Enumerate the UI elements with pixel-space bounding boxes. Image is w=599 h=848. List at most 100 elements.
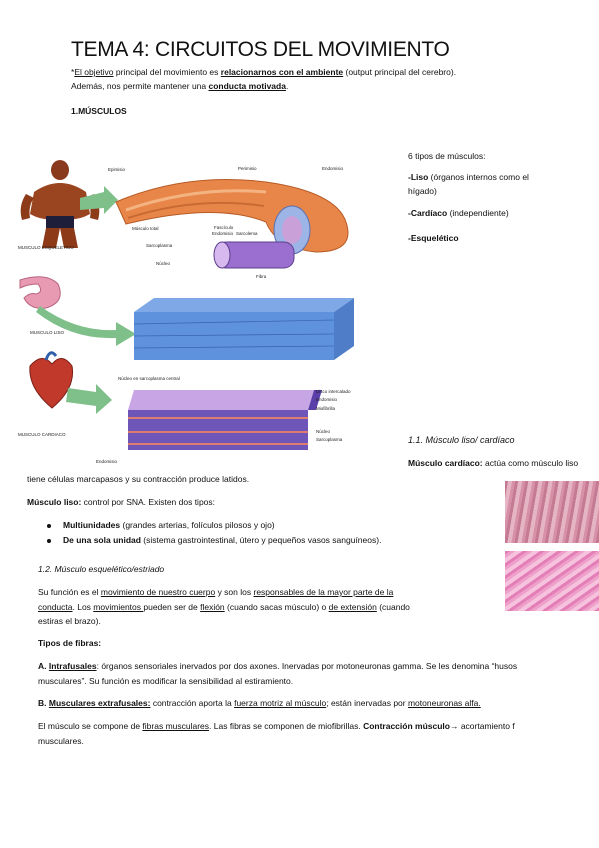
label-sarcolema: Sarcolema xyxy=(236,231,258,236)
bullet-bold: De una sola unidad xyxy=(63,535,141,545)
cardiac-histology-image xyxy=(505,481,599,543)
final-contraccion: Contracción músculo xyxy=(363,721,450,731)
fibra-b-fuerza: fuerza motriz al músculo xyxy=(234,698,327,708)
final-c: acortamiento f xyxy=(458,721,515,731)
function-line-3: estiras el brazo). xyxy=(38,616,101,626)
fibra-a-line-2: musculares”. Su función es modificar la … xyxy=(38,676,294,686)
bullet-dot xyxy=(47,538,51,543)
type-cardiaco-label: -Cardíaco xyxy=(408,208,448,218)
func-l: (cuando xyxy=(376,602,410,612)
intro-text-1: principal del movimiento es xyxy=(113,67,221,77)
type-liso-desc-2: hígado) xyxy=(408,186,437,196)
fibra-b-motoneuronas: motoneuronas alfa. xyxy=(407,698,481,708)
cardiaco-continuation: tiene células marcapasos y su contracció… xyxy=(27,474,250,484)
fibra-a-text: : órganos sensoriales inervados por dos … xyxy=(96,661,518,671)
label-perimisio: Perimisio xyxy=(238,166,257,171)
type-liso-desc: (órganos internos como el xyxy=(428,172,529,182)
bullet-dot xyxy=(47,523,51,528)
arrow-skeletal xyxy=(80,186,118,214)
label-miofibrilla: Miofibrilla xyxy=(316,406,336,411)
cardiaco-text: actúa como músculo liso xyxy=(482,458,579,468)
final-b: . Las fibras se componen de miofibrillas… xyxy=(209,721,364,731)
label-nucleo-central: Núcleo en sarcoplasma central xyxy=(118,376,180,381)
intro-line2-a: Además, nos permite mantener una xyxy=(71,81,209,91)
final-fibras: fibras musculares xyxy=(142,721,210,731)
label-endomisio-mid: Endomisio xyxy=(212,231,234,236)
intro-text-2: (output principal del cerebro). xyxy=(343,67,457,77)
cardiaco-label: Músculo cardíaco: xyxy=(408,458,483,468)
func-j: (cuando sacas músculo) o xyxy=(224,602,329,612)
intro-objetivo: El objetivo xyxy=(74,67,114,77)
bullet-text: (grandes arterias, folículos pilosos y o… xyxy=(120,520,275,530)
intro-relacionarnos: relacionarnos con el ambiente xyxy=(220,67,344,77)
label-endomisio-bottom: Endomisio xyxy=(96,459,118,464)
type-esqueletico: -Esquelético xyxy=(408,233,459,243)
subsection-1-2: 1.2. Músculo esquelético/estriado xyxy=(38,564,165,574)
func-movimientos: movimientos xyxy=(93,602,144,612)
label-musculo-esqueletico: MUSCULO ESQUELETICO xyxy=(18,245,74,250)
final-line-1: El músculo se compone de fibras muscular… xyxy=(38,721,599,733)
func-a: Su función es el xyxy=(38,587,101,597)
fibra-a-prefix: A. xyxy=(38,661,49,671)
fibra-a-label: Intrafusales xyxy=(48,661,97,671)
final-line-2: musculares. xyxy=(38,736,84,746)
stomach-illustration xyxy=(19,276,61,309)
label-endomisio-top: Endomisio xyxy=(322,166,344,171)
label-endomisio-cardiac: Endomisio xyxy=(316,397,338,402)
label-disco-intercalado: Disco intercalado xyxy=(316,389,351,394)
bullet-bold: Multiunidades xyxy=(63,520,121,530)
type-cardiaco: -Cardíaco (independiente) xyxy=(408,208,509,220)
fibra-b-t1: contracción aporta la xyxy=(150,698,235,708)
intro-line2-b: . xyxy=(285,81,289,91)
subsection-1-1: 1.1. Músculo liso/ cardíaco xyxy=(408,435,515,445)
label-fasciculo: Fascículo xyxy=(214,225,234,230)
heart-illustration xyxy=(29,358,74,409)
func-h: pueden ser de xyxy=(143,602,201,612)
label-fibra: Fibra xyxy=(256,274,267,279)
func-c: y son los xyxy=(215,587,254,597)
label-nucleo-cardiac: Núcleo xyxy=(316,429,331,434)
bullet-text: (sistema gastrointestinal, útero y peque… xyxy=(140,535,382,545)
fibra-a-line-1: A. Intrafusales: órganos sensoriales ine… xyxy=(38,661,599,673)
arrow-cardiac xyxy=(66,384,112,414)
cardiaco-paragraph: Músculo cardíaco: actúa como músculo lis… xyxy=(408,458,599,470)
func-movimiento: movimiento de nuestro cuerpo xyxy=(100,587,216,597)
label-sarcoplasma-cardiac: Sarcoplasma xyxy=(316,437,343,442)
fibra-b-t2: ; están inervadas por xyxy=(326,698,408,708)
arrow-smooth xyxy=(36,306,136,346)
bullet-item: Multiunidades (grandes arterias, folícul… xyxy=(47,520,275,532)
func-f: . Los xyxy=(72,602,94,612)
liso-paragraph: Músculo liso: control por SNA. Existen d… xyxy=(27,497,215,509)
muscle-types-figure: Epimisio Perimisio Endomisio Músculo tot… xyxy=(18,160,354,464)
type-liso: -Liso (órganos internos como el xyxy=(408,172,529,184)
label-nucleo: Núcleo xyxy=(156,261,171,266)
liso-label: Músculo liso: xyxy=(27,497,82,507)
cardiac-muscle-block-top xyxy=(128,390,314,410)
label-epimisio: Epimisio xyxy=(108,167,126,172)
smooth-histology-image xyxy=(505,551,599,611)
type-cardiaco-desc: (independiente) xyxy=(447,208,509,218)
fibra-b-prefix: B. xyxy=(38,698,49,708)
function-line-1: Su función es el movimiento de nuestro c… xyxy=(38,587,393,599)
label-musculo-liso: MUSCULO LISO xyxy=(30,330,65,335)
right-arrow-icon: → xyxy=(449,721,459,731)
type-liso-label: -Liso xyxy=(408,172,429,182)
func-extension: de extensión xyxy=(328,602,377,612)
intro-line-1: *El objetivo principal del movimiento es… xyxy=(71,67,456,79)
label-musculo-total: Músculo total xyxy=(132,226,159,231)
intro-line-2: Además, nos permite mantener una conduct… xyxy=(71,81,288,93)
intro-asterisk: * xyxy=(71,67,75,77)
fibra-b-line: B. Musculares extrafusales: contracción … xyxy=(38,698,481,710)
func-responsables: responsables de la mayor parte de la xyxy=(253,587,394,597)
label-sarcoplasma: Sarcoplasma xyxy=(146,243,173,248)
func-conducta: conducta xyxy=(38,602,73,612)
fibra-b-label: Musculares extrafusales: xyxy=(48,698,151,708)
section-musculos-heading: 1.MÚSCULOS xyxy=(71,106,127,116)
bullet-item: De una sola unidad (sistema gastrointest… xyxy=(47,535,381,547)
tipos-fibras-heading: Tipos de fibras: xyxy=(38,638,102,648)
smooth-muscle-block-top xyxy=(134,298,354,312)
function-line-2: conducta. Los movimientos pueden ser de … xyxy=(38,602,410,614)
label-musculo-cardiaco: MUSCULO CARDIACO xyxy=(18,432,66,437)
liso-text: control por SNA. Existen dos tipos: xyxy=(81,497,216,507)
types-heading: 6 tipos de músculos: xyxy=(408,151,486,161)
